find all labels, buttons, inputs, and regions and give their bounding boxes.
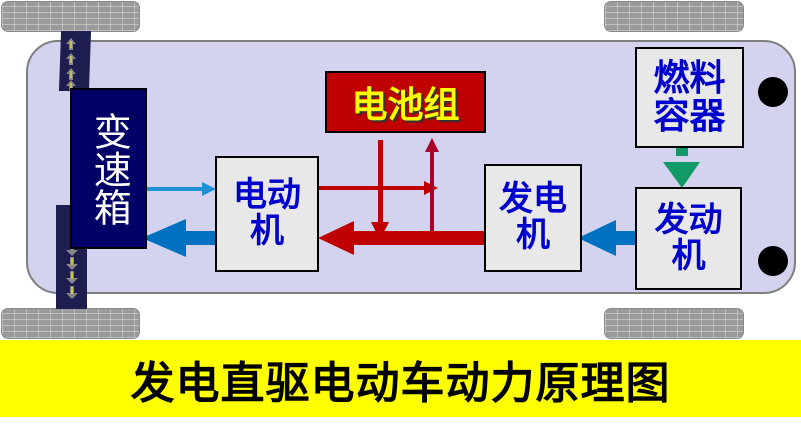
electric-motor: 电动机 <box>215 156 319 272</box>
generator-label: 发电机 <box>499 179 567 255</box>
front-right-tire <box>604 1 744 32</box>
engine-to-generator-arrow <box>578 220 640 256</box>
diagram-title-banner: 发电直驱电动车动力原理图 <box>0 340 801 417</box>
motor-to-gearbox-arrow <box>142 219 218 257</box>
fuel-tank-label: 燃料容器 <box>653 57 726 137</box>
down-arrow-icon <box>66 243 78 256</box>
gearbox-to-motor-arrow <box>147 182 216 196</box>
generator: 发电机 <box>484 164 582 272</box>
fuel-to-engine-arrow <box>663 144 700 188</box>
generator-to-motor-arrow <box>318 221 492 255</box>
rear-right-tire <box>604 308 744 339</box>
gearbox-label: 变速箱 <box>87 111 132 226</box>
battery-label: 电池组 <box>351 85 460 126</box>
engine: 发动机 <box>635 187 742 290</box>
fuel-tank: 燃料容器 <box>635 47 744 148</box>
rear-light-dot <box>758 246 788 276</box>
diagram-title: 发电直驱电动车动力原理图 <box>130 357 671 409</box>
front-light-dot <box>758 77 788 107</box>
gearbox: 变速箱 <box>70 88 147 249</box>
battery-pack: 电池组 <box>325 71 486 133</box>
rear-left-tire <box>1 308 140 339</box>
front-left-tire <box>1 1 140 32</box>
engine-label: 发动机 <box>654 199 723 276</box>
regen-to-battery-arrow <box>425 138 439 234</box>
motor-label: 电动机 <box>233 175 301 251</box>
